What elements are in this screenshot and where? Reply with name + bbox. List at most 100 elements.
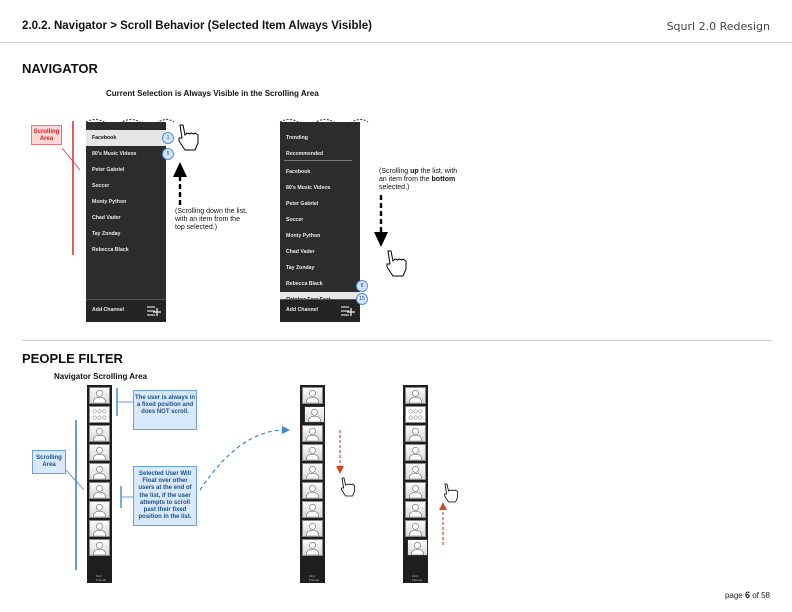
panel2-item-peter-gabriel[interactable]: Peter Gabriel [286,201,319,207]
panel2-footer: Add Channel [280,299,360,322]
scrolling-area-pointer [61,147,81,171]
people-filter-section-title: PEOPLE FILTER [22,351,123,366]
fixed-position-callout: The user is always in a fixed position a… [133,390,197,430]
panel2-item-soccer[interactable]: Soccer [286,217,304,223]
person-icon [408,409,423,420]
panel1-item-monty-python[interactable]: Monty Python [92,199,127,205]
find-friends-footer[interactable]: Find Friends [300,571,325,583]
person-icon [93,466,106,479]
user-avatar[interactable] [302,387,323,404]
people-scrolling-area-callout: Scrolling Area [32,450,66,474]
page-header-title: 2.0.2. Navigator > Scroll Behavior (Sele… [22,20,372,32]
selected-user-avatar[interactable] [407,539,428,556]
user-avatar[interactable] [405,520,426,537]
scroll-down-note: (Scrolling down the list, with an item f… [175,208,247,231]
people-strip-2: Find Friends [300,385,325,583]
header-divider [0,42,792,43]
panel2-item-facebook[interactable]: Facebook [286,169,311,175]
people-scrolling-pointer [65,469,85,491]
user-avatar[interactable] [302,501,323,518]
panel2-badge-second: 15 [356,293,368,305]
user-avatar[interactable] [405,501,426,518]
person-icon [409,447,422,460]
scroll-up-note: (Scrolling up the list, with an item fro… [379,168,458,191]
panel2-item-rebecca-black[interactable]: Rebecca Black [286,281,323,287]
panel1-item-tay-zonday[interactable]: Tay Zonday [92,231,121,237]
panel1-item-rebecca-black[interactable]: Rebecca Black [92,247,129,253]
selected-user-avatar[interactable] [304,406,325,423]
user-avatar[interactable] [89,520,110,537]
panel2-item-monty-python[interactable]: Monty Python [286,233,321,239]
user-avatar[interactable] [89,425,110,442]
person-icon [93,504,106,517]
panel2-item-chad-vader[interactable]: Chad Vader [286,249,315,255]
user-avatar[interactable] [89,444,110,461]
user-avatar[interactable] [302,482,323,499]
hand-cursor-icon [341,477,355,497]
panel1-item-peter-gabriel[interactable]: Peter Gabriel [92,167,125,173]
person-icon [306,466,319,479]
user-avatar[interactable] [302,425,323,442]
user-avatar[interactable] [89,463,110,480]
person-icon [306,447,319,460]
person-icon [93,485,106,498]
panel2-item-tay-zonday[interactable]: Tay Zonday [286,265,315,271]
panel2-item-recommended[interactable]: Recommended [286,151,324,157]
user-avatar-group[interactable] [89,406,110,423]
scrolling-area-callout: Scrolling Area [31,125,62,145]
person-icon [92,409,107,420]
page-number: page 6 of 58 [724,590,770,600]
person-icon [93,428,106,441]
add-channel-icon[interactable] [147,305,161,317]
navigator-panel-2: Trending Recommended Facebook 80's Music… [280,122,360,322]
user-avatar[interactable] [405,425,426,442]
panel2-scroll-edge [279,119,369,125]
user-avatar[interactable] [405,482,426,499]
navigator-subtitle: Current Selection is Always Visible in t… [106,89,319,98]
user-avatar[interactable] [405,463,426,480]
floating-user-callout: Selected User Will Float over other user… [133,466,197,526]
panel2-add-channel[interactable]: Add Channel [286,307,318,313]
user-avatar[interactable] [302,463,323,480]
panel1-item-chad-vader[interactable]: Chad Vader [92,215,121,221]
panel1-add-channel[interactable]: Add Channel [92,307,124,313]
user-avatar[interactable] [89,539,110,556]
panel1-badge-second: 5 [162,148,174,160]
hand-cursor-icon [444,483,458,503]
user-avatar[interactable] [89,501,110,518]
person-icon [306,504,319,517]
hand-cursor-icon [386,250,407,277]
add-channel-icon[interactable] [341,305,355,317]
find-friends-footer[interactable]: Find Friends [403,571,428,583]
person-icon [308,409,321,422]
people-strip-1: Find Friends [87,385,112,583]
user-avatar-group[interactable] [405,406,426,423]
panel2-item-trending[interactable]: Trending [286,135,308,141]
panel1-item-80s-music[interactable]: 80's Music Videos [92,151,137,157]
user-avatar[interactable] [302,520,323,537]
person-icon [411,542,424,555]
panel2-item-80s-music[interactable]: 80's Music Videos [286,185,331,191]
person-icon [93,390,106,403]
scroll-down-arrow-head [374,232,388,247]
user-avatar[interactable] [89,387,110,404]
person-icon [306,390,319,403]
user-avatar[interactable] [405,444,426,461]
user-avatar[interactable] [302,444,323,461]
scroll-up-arrow-head [173,162,187,177]
person-icon [93,542,106,555]
user-avatar[interactable] [302,539,323,556]
person-icon [409,428,422,441]
user-avatar[interactable] [89,482,110,499]
panel2-divider [284,160,352,161]
user-avatar[interactable] [405,387,426,404]
panel1-item-soccer[interactable]: Soccer [92,183,110,189]
find-friends-footer[interactable]: Find Friends [87,571,112,583]
person-icon [409,390,422,403]
panel1-item-facebook[interactable]: Facebook [86,130,166,146]
person-icon [409,523,422,536]
panel2-badge-top: 8 [356,280,368,292]
person-icon [306,428,319,441]
product-name: Squrl 2.0 Redesign [666,20,770,33]
